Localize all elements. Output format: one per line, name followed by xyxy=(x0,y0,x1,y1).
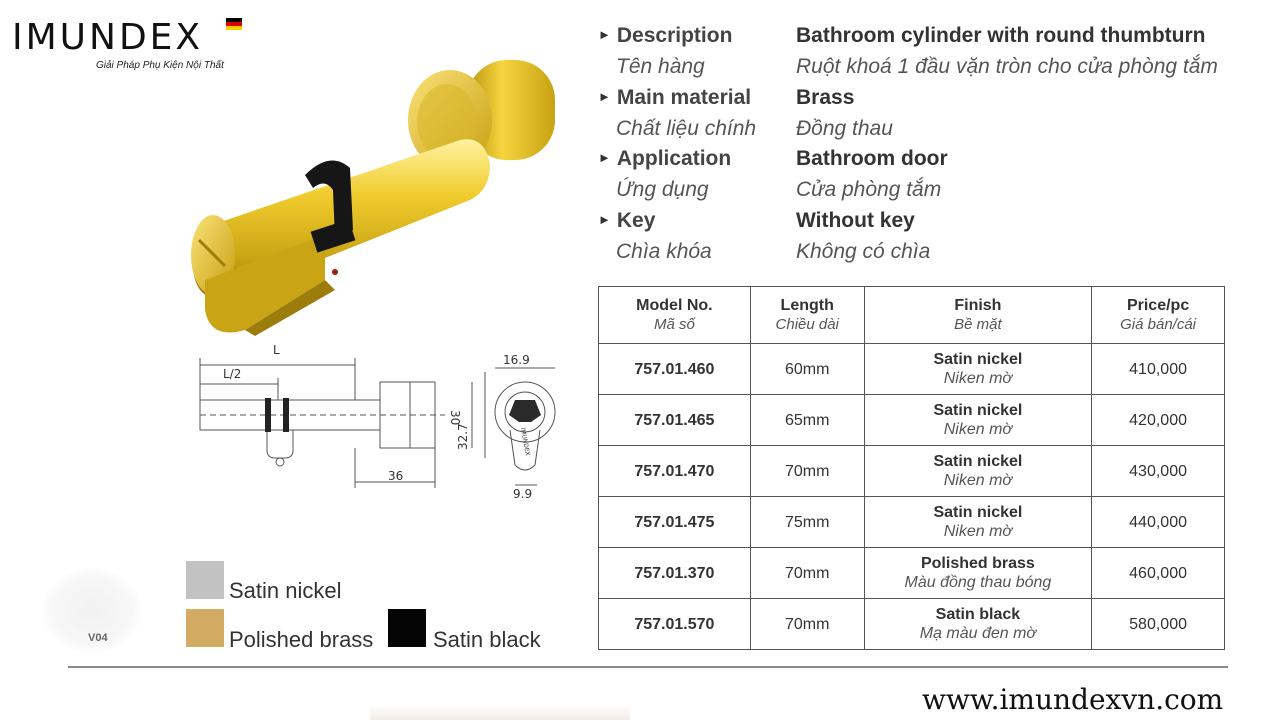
spec-value-vi: Đồng thau xyxy=(796,117,893,140)
spec-key: Main material xyxy=(616,86,752,109)
col-header-model: Model No.Mã số xyxy=(598,286,751,344)
spec-key-vi: Ứng dụng xyxy=(616,178,709,201)
variant-thumbnail xyxy=(42,568,142,653)
cell-length: 75mm xyxy=(749,496,865,548)
german-flag-icon xyxy=(226,18,242,30)
cell-length: 70mm xyxy=(749,547,865,599)
dim-label-l: L xyxy=(273,343,280,357)
swatch-satin-nickel xyxy=(186,561,224,599)
next-image-edge xyxy=(370,705,630,720)
cylinder-product-image xyxy=(191,60,555,336)
brand-tagline: Giải Pháp Phụ Kiện Nội Thất xyxy=(96,60,224,71)
spec-key: Key xyxy=(616,209,656,232)
brand-logo: IMUNDEX Giải Pháp Phụ Kiện Nội Thất xyxy=(12,18,242,78)
footer-divider xyxy=(68,666,1228,668)
drawing-brand-text: IMUNDEX xyxy=(519,427,531,456)
cell-price: 420,000 xyxy=(1091,394,1225,446)
cell-model: 757.01.460 xyxy=(598,343,751,395)
website-link[interactable]: www.imundexvn.com xyxy=(922,683,1224,716)
swatch-label-polished-brass: Polished brass xyxy=(229,627,374,652)
spec-value: Without key xyxy=(796,209,915,232)
bullet-arrow-icon: ► xyxy=(598,27,611,42)
cell-length: 70mm xyxy=(749,445,865,497)
cell-price: 410,000 xyxy=(1091,343,1225,395)
spec-key: Description xyxy=(616,24,733,47)
bullet-arrow-icon: ► xyxy=(598,212,611,227)
cell-length: 70mm xyxy=(749,598,865,650)
variant-thumbnail-label: V04 xyxy=(88,632,108,644)
cell-model: 757.01.470 xyxy=(598,445,751,497)
technical-drawing: L L/2 36 16.9 9.9 30 32.7 IMUNDEX xyxy=(199,343,556,501)
cell-model: 757.01.570 xyxy=(598,598,751,650)
spec-value-vi: Cửa phòng tắm xyxy=(796,178,942,201)
spec-key: Application xyxy=(616,147,732,170)
cell-price: 430,000 xyxy=(1091,445,1225,497)
spec-value: Brass xyxy=(796,86,855,109)
cell-model: 757.01.475 xyxy=(598,496,751,548)
dim-label-36: 36 xyxy=(388,469,403,483)
spec-value: Bathroom cylinder with round thumbturn xyxy=(796,24,1206,47)
spec-value: Bathroom door xyxy=(796,147,948,170)
swatch-satin-black xyxy=(388,609,426,647)
dim-label-half: L/2 xyxy=(223,367,241,381)
dim-label-16-9: 16.9 xyxy=(503,353,530,367)
dim-label-32-7: 32.7 xyxy=(456,423,470,450)
bullet-arrow-icon: ► xyxy=(598,150,611,165)
cell-model: 757.01.465 xyxy=(598,394,751,446)
swatch-label-satin-nickel: Satin nickel xyxy=(229,578,342,603)
cell-price: 440,000 xyxy=(1091,496,1225,548)
swatch-label-satin-black: Satin black xyxy=(433,627,541,652)
cell-length: 65mm xyxy=(749,394,865,446)
spec-value-vi: Không có chìa xyxy=(796,240,931,263)
spec-key-vi: Chìa khóa xyxy=(616,240,712,263)
cell-model: 757.01.370 xyxy=(598,547,751,599)
spec-key-vi: Chất liệu chính xyxy=(616,117,757,140)
cell-length: 60mm xyxy=(749,343,865,395)
bullet-arrow-icon: ► xyxy=(598,89,611,104)
cell-price: 460,000 xyxy=(1091,547,1225,599)
brand-name: IMUNDEX xyxy=(12,17,204,58)
spec-value-vi: Ruột khoá 1 đầu vặn tròn cho cửa phòng t… xyxy=(796,55,1218,78)
cell-price: 580,000 xyxy=(1091,598,1225,650)
swatch-polished-brass xyxy=(186,609,224,647)
spec-key-vi: Tên hàng xyxy=(616,55,705,78)
dim-label-9-9: 9.9 xyxy=(513,487,532,501)
dim-label-30: 30 xyxy=(448,410,462,425)
